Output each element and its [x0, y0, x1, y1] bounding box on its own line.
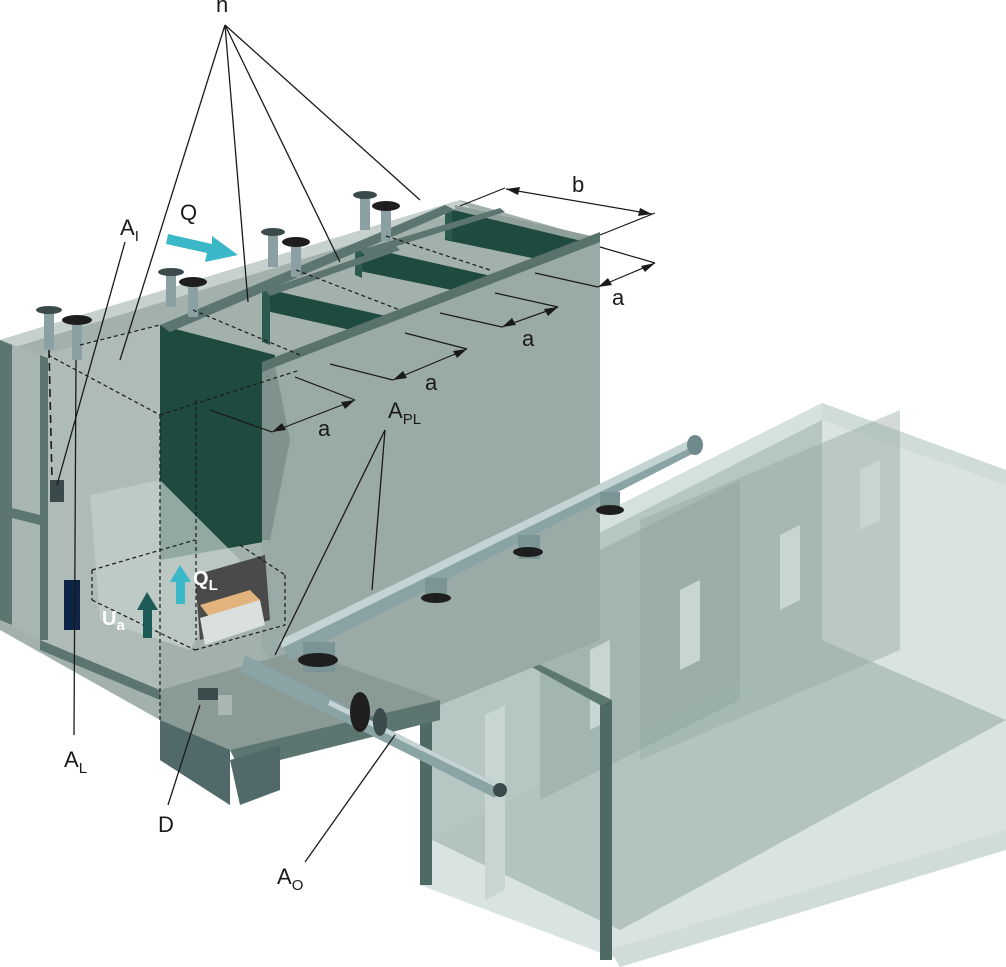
label-a-pl: APL: [388, 398, 421, 428]
valve: [353, 191, 400, 241]
inlet-gauge: [50, 480, 64, 502]
valve: [36, 306, 92, 360]
level-gauge: [64, 580, 80, 630]
label-a-o-sub: O: [292, 877, 304, 894]
dimension-lines: [209, 187, 656, 433]
label-d: D: [158, 812, 174, 837]
label-u-a-sub: a: [116, 617, 125, 634]
label-u-a: Ua: [102, 608, 125, 634]
label-a-o-main: A: [277, 864, 292, 889]
label-a-2: a: [522, 326, 535, 351]
label-a-pl-sub: PL: [403, 411, 421, 428]
pipe-fitting: [298, 642, 338, 672]
label-a-3: a: [425, 370, 438, 395]
label-q-l: QL: [193, 568, 218, 594]
flow-direction-arrow: [166, 234, 238, 262]
valve-group: [36, 191, 400, 360]
label-n: n: [216, 0, 228, 17]
label-a-l: AL: [64, 747, 87, 777]
label-q-l-sub: L: [209, 577, 218, 594]
label-b: b: [572, 172, 584, 197]
label-a-i-main: A: [120, 215, 135, 240]
label-a-pl-main: A: [388, 398, 403, 423]
valve: [158, 268, 207, 317]
label-leaders: [56, 24, 421, 863]
label-a-4: a: [318, 416, 331, 441]
label-a-i: AI: [120, 215, 139, 245]
drain-valve: [198, 688, 232, 715]
sludge-flow-arrow: [170, 565, 191, 604]
label-q: Q: [180, 200, 197, 225]
label-a-1: a: [612, 285, 625, 310]
pipe-fitting: [596, 492, 624, 515]
label-a-l-main: A: [64, 747, 79, 772]
upward-flow-arrow: [137, 592, 158, 638]
label-a-i-sub: I: [135, 228, 139, 245]
tank-structure: [0, 200, 600, 805]
label-q-l-main: Q: [193, 568, 209, 590]
valve: [261, 228, 310, 277]
label-a-o: AO: [277, 864, 303, 894]
label-u-a-main: U: [102, 608, 116, 630]
pipe-fitting: [513, 535, 543, 559]
pipe-fitting: [421, 578, 451, 603]
label-a-l-sub: L: [79, 760, 87, 777]
pipe-network: [198, 435, 703, 798]
